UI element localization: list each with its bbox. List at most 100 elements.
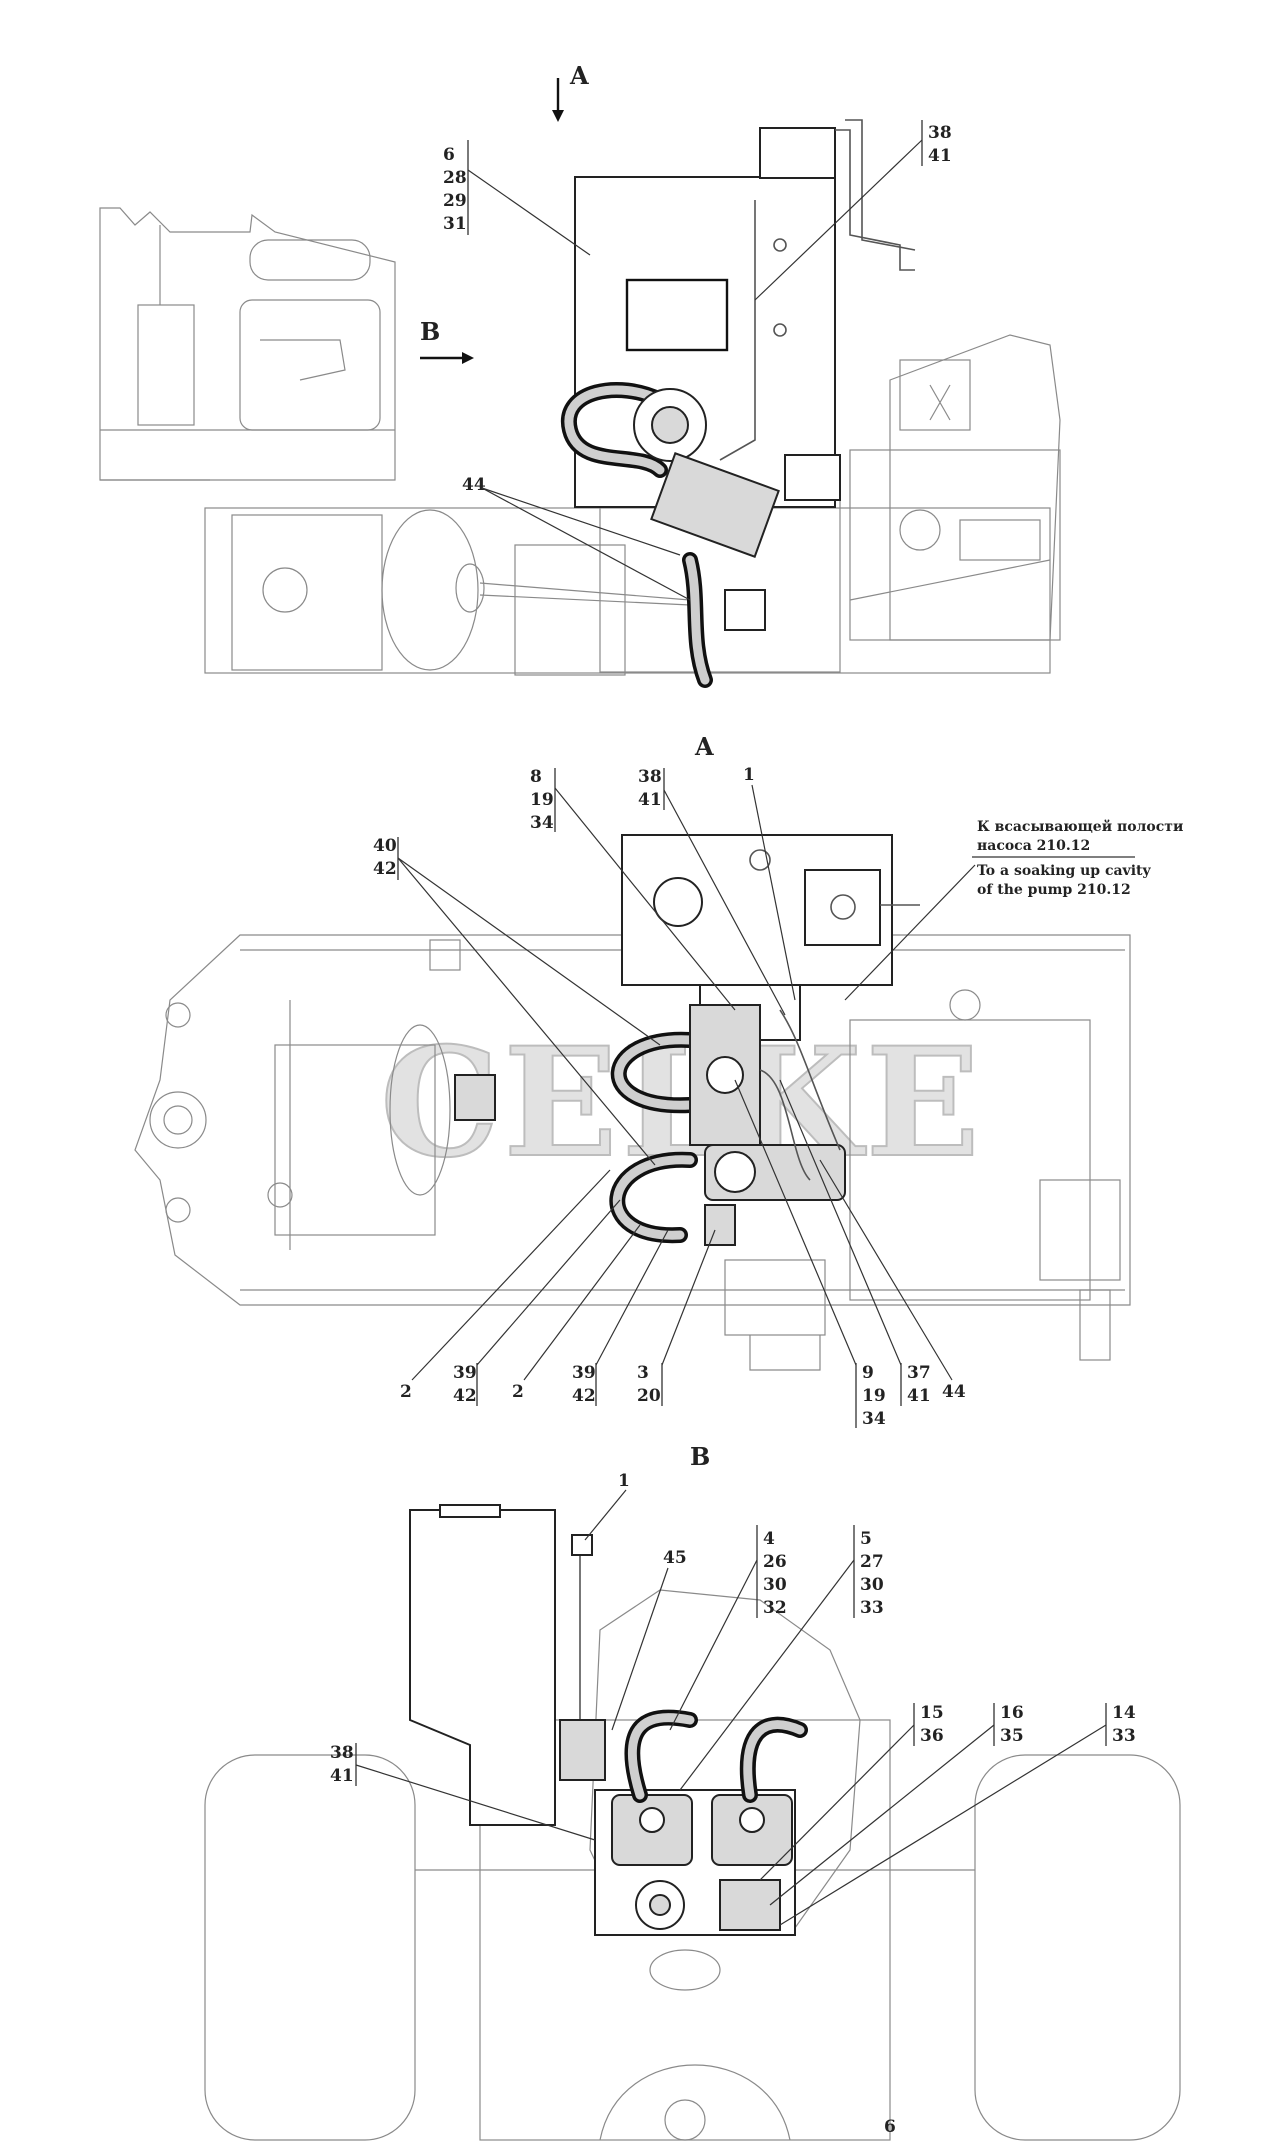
engine-rear: [589, 1589, 861, 1936]
callout-group-37: 37 41: [779, 1079, 931, 1406]
hoses-rear: [559, 1709, 808, 1803]
svg-text:38: 38: [638, 767, 662, 787]
svg-text:37: 37: [907, 1363, 931, 1383]
callout-44-top: 44: [462, 475, 691, 601]
section-b-title: B: [690, 1442, 710, 1471]
svg-text:41: 41: [928, 146, 952, 166]
hydraulic-tank-side: [574, 119, 916, 508]
svg-text:41: 41: [638, 790, 662, 810]
svg-text:14: 14: [1112, 1703, 1136, 1723]
callout-2b: 2: [512, 1224, 641, 1402]
hoses-and-pump-side: [560, 382, 780, 688]
svg-text:4: 4: [763, 1529, 775, 1549]
callout-group-38-top: 38 41: [754, 120, 952, 301]
svg-text:20: 20: [637, 1386, 661, 1406]
frame-lower: [204, 459, 1051, 676]
callout-group-39b: 39 42: [572, 1229, 669, 1406]
svg-text:39: 39: [453, 1363, 477, 1383]
top-view: A B: [99, 61, 1061, 688]
svg-text:38: 38: [928, 123, 952, 143]
svg-text:36: 36: [920, 1726, 944, 1746]
callout-group-8: 8 19 34: [530, 767, 736, 1011]
callout-group-14: 14 33: [779, 1703, 1136, 1926]
svg-text:33: 33: [1112, 1726, 1136, 1746]
svg-text:45: 45: [663, 1548, 687, 1568]
engine-right: [849, 334, 1061, 641]
callout-1-bot: 1: [584, 1471, 630, 1541]
callout-group-40: 40 42: [373, 836, 661, 1166]
svg-text:To a soaking up cavity: To a soaking up cavity: [977, 863, 1151, 879]
svg-text:19: 19: [862, 1386, 886, 1406]
labels-mid: 8 19 34 38 41 1 40 42: [373, 765, 1183, 1429]
callout-group-16: 16 35: [769, 1703, 1024, 1906]
callout-1-mid: 1: [743, 765, 796, 1001]
svg-text:of the pump 210.12: of the pump 210.12: [977, 882, 1131, 898]
section-b: B: [204, 1442, 1181, 2141]
frame-plan: [134, 934, 1131, 1371]
callout-44-mid: 44: [819, 1159, 966, 1402]
svg-text:33: 33: [860, 1598, 884, 1618]
callout-group-6: 6 28 29 31: [443, 140, 591, 256]
page-number: 6: [884, 2117, 896, 2137]
svg-text:15: 15: [920, 1703, 944, 1723]
svg-text:2: 2: [400, 1382, 412, 1402]
svg-text:39: 39: [572, 1363, 596, 1383]
svg-text:5: 5: [860, 1529, 872, 1549]
svg-text:1: 1: [743, 765, 755, 785]
svg-text:41: 41: [330, 1766, 354, 1786]
section-a: A CELKE: [134, 732, 1183, 1429]
svg-text:38: 38: [330, 1743, 354, 1763]
svg-text:34: 34: [530, 813, 554, 833]
callout-group-5: 5 27 30 33: [679, 1525, 884, 1791]
svg-text:32: 32: [763, 1598, 787, 1618]
svg-text:2: 2: [512, 1382, 524, 1402]
svg-text:42: 42: [572, 1386, 596, 1406]
svg-text:26: 26: [763, 1552, 787, 1572]
callout-45: 45: [611, 1548, 687, 1731]
hydraulic-tank-rear: [409, 1504, 593, 1826]
svg-text:насоса 210.12: насоса 210.12: [977, 838, 1090, 854]
svg-text:9: 9: [862, 1363, 874, 1383]
svg-text:31: 31: [443, 214, 467, 234]
svg-text:42: 42: [453, 1386, 477, 1406]
svg-text:3: 3: [637, 1363, 649, 1383]
hydraulic-tank-plan: [621, 834, 920, 1041]
section-a-title: A: [694, 732, 714, 761]
svg-text:42: 42: [373, 859, 397, 879]
callout-group-39a: 39 42: [453, 1199, 621, 1406]
svg-text:30: 30: [763, 1575, 787, 1595]
view-arrow-a: A: [552, 61, 589, 122]
callout-group-15: 15 36: [759, 1703, 944, 1881]
svg-text:27: 27: [860, 1552, 884, 1572]
svg-text:16: 16: [1000, 1703, 1024, 1723]
svg-text:29: 29: [443, 191, 467, 211]
svg-text:6: 6: [443, 145, 455, 165]
svg-text:19: 19: [530, 790, 554, 810]
svg-text:34: 34: [862, 1409, 886, 1429]
view-arrow-b: B: [420, 317, 474, 364]
callout-group-38-mid: 38 41: [638, 767, 786, 1016]
callout-group-3: 3 20: [637, 1229, 716, 1406]
svg-text:35: 35: [1000, 1726, 1024, 1746]
svg-text:30: 30: [860, 1575, 884, 1595]
svg-text:40: 40: [373, 836, 397, 856]
callout-group-9: 9 19 34: [734, 1079, 886, 1429]
callout-group-38-bot: 38 41: [330, 1743, 596, 1841]
svg-text:8: 8: [530, 767, 542, 787]
view-arrow-b-label: B: [420, 317, 440, 346]
svg-text:41: 41: [907, 1386, 931, 1406]
svg-text:1: 1: [618, 1471, 630, 1491]
suction-cavity-note: К всасывающей полости насоса 210.12 To a…: [844, 818, 1183, 1001]
callout-2a: 2: [400, 1169, 611, 1402]
svg-text:28: 28: [443, 168, 467, 188]
callout-group-4: 4 26 30 32: [669, 1525, 787, 1731]
svg-text:44: 44: [462, 475, 486, 495]
view-arrow-a-label: A: [569, 61, 589, 90]
svg-text:44: 44: [942, 1382, 966, 1402]
cab-outline: [99, 207, 396, 481]
svg-text:К всасывающей полости: К всасывающей полости: [977, 818, 1183, 835]
hoses-and-pumps-plan: [609, 1004, 846, 1246]
labels-top: 6 28 29 31 38 41 44: [443, 120, 952, 601]
labels-bottom: 1 45 4 26 30 32 5 27 30 33: [330, 1471, 1136, 1926]
